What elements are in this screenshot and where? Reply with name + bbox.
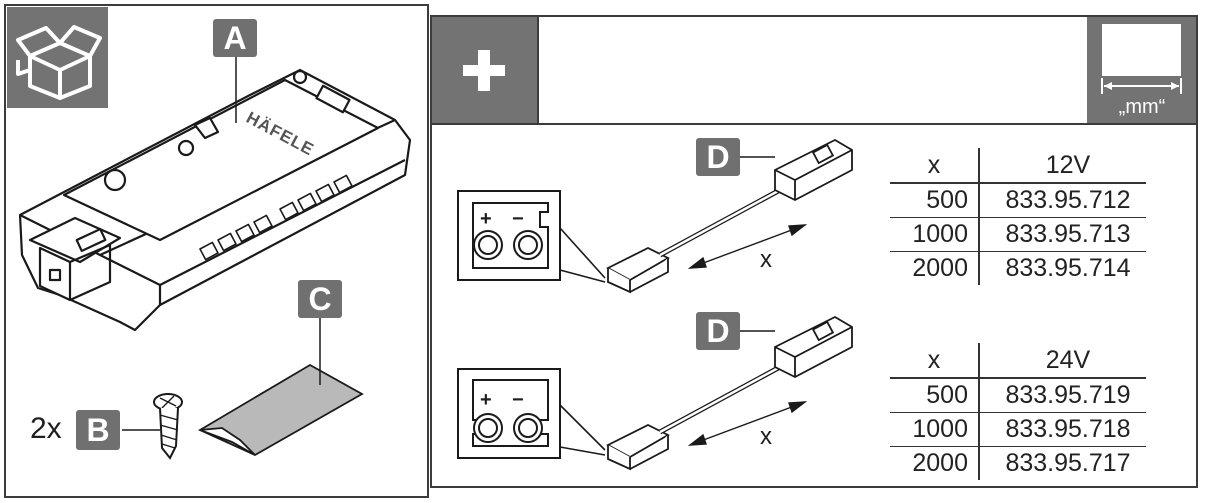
row-article-number: 833.95.718	[978, 412, 1146, 447]
row-length: 2000	[912, 254, 968, 282]
row-article-number: 833.95.719	[978, 378, 1146, 413]
row-length: 500	[890, 183, 979, 218]
table-row: 500 833.95.719	[890, 378, 1146, 413]
table-header-x: x	[890, 148, 979, 184]
screw-illustration	[153, 393, 183, 460]
table-header-voltage: 24V	[978, 343, 1146, 379]
quantity-label: 2x	[30, 412, 62, 445]
table-row: 2000 833.95.714	[890, 251, 1146, 285]
article-table-12v: x 12V 500 833.95.712 1000 833.95.713 200…	[890, 148, 1146, 285]
table-row: 2000 833.95.717	[890, 446, 1146, 480]
badge-d-bottom: D	[696, 312, 740, 350]
badge-d-top: D	[696, 138, 740, 176]
left-panel-frame	[4, 4, 429, 498]
dimension-label-top: x	[760, 246, 772, 273]
polarity-plus-top: +	[480, 208, 492, 230]
polarity-detail-bottom	[457, 368, 606, 459]
table-row: 1000 833.95.713	[890, 217, 1146, 252]
badge-a: A	[213, 19, 257, 57]
row-length: 500	[890, 378, 979, 413]
article-table-24v: x 24V 500 833.95.719 1000 833.95.718 200…	[890, 343, 1146, 480]
cable-illustration-bottom	[606, 315, 853, 471]
dimension-arrow-bottom	[687, 401, 808, 446]
right-panel-frame	[430, 15, 1198, 488]
dimension-arrow-top	[687, 224, 808, 269]
row-article-number: 833.95.714	[978, 251, 1146, 285]
table-row: 1000 833.95.718	[890, 412, 1146, 447]
row-length: 2000	[912, 449, 968, 477]
badge-b: B	[76, 410, 120, 450]
table-header-x: x	[890, 343, 979, 379]
cable-illustration-top	[606, 138, 853, 294]
dimension-unit-icon	[1087, 17, 1196, 123]
driver-unit-illustration	[18, 68, 412, 332]
polarity-plus-bottom: +	[480, 389, 492, 411]
table-row: 500 833.95.712	[890, 183, 1146, 218]
unit-label: „mm“	[1118, 96, 1166, 118]
row-length: 1000	[890, 412, 979, 447]
badge-c: C	[298, 280, 342, 318]
polarity-detail-top	[457, 190, 606, 283]
polarity-minus-top: −	[512, 208, 524, 230]
table-header-voltage: 12V	[978, 148, 1146, 184]
adhesive-pad-illustration	[198, 363, 364, 457]
row-article-number: 833.95.713	[978, 217, 1146, 252]
row-article-number: 833.95.717	[978, 446, 1146, 480]
polarity-minus-bottom: −	[512, 389, 524, 411]
plus-icon	[432, 17, 537, 123]
package-contents-icon	[7, 7, 108, 108]
dimension-label-bottom: x	[760, 423, 772, 450]
row-length: 1000	[890, 217, 979, 252]
row-article-number: 833.95.712	[978, 183, 1146, 218]
